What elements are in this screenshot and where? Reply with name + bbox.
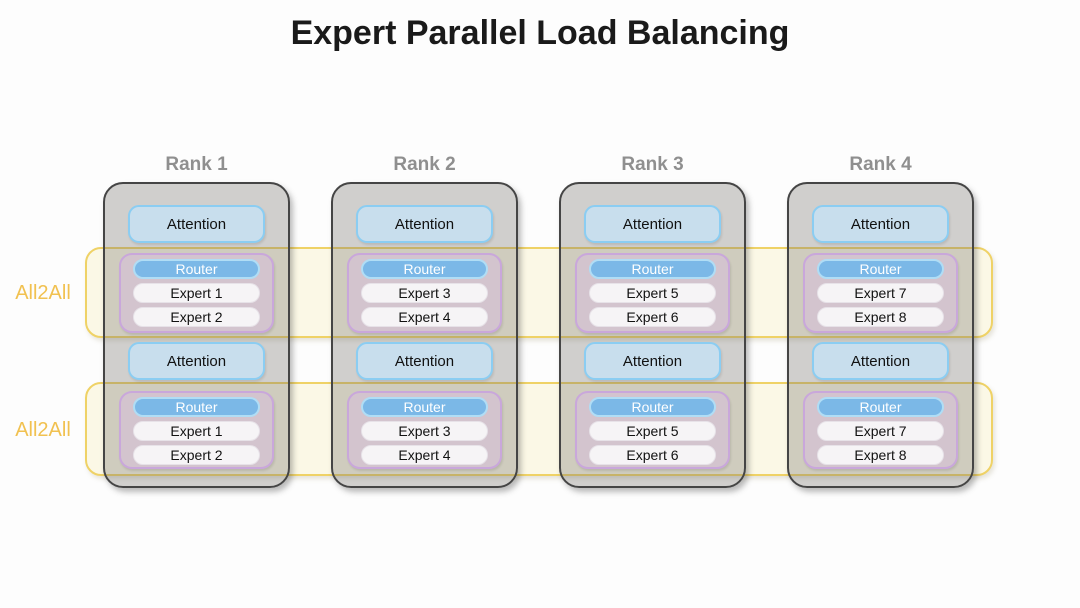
expert-block: Expert 4 bbox=[361, 307, 488, 327]
moe-block: Router Expert 7 Expert 8 bbox=[803, 391, 958, 469]
attention-block: Attention bbox=[356, 205, 493, 243]
moe-block: Router Expert 1 Expert 2 bbox=[119, 391, 274, 469]
rank-4-box: Attention Router Expert 7 Expert 8 Atten… bbox=[787, 182, 974, 488]
attention-block: Attention bbox=[128, 342, 265, 380]
attention-block: Attention bbox=[812, 342, 949, 380]
router-block: Router bbox=[589, 397, 716, 417]
rank-2-label: Rank 2 bbox=[393, 154, 456, 175]
attention-block: Attention bbox=[584, 205, 721, 243]
expert-block: Expert 3 bbox=[361, 283, 488, 303]
router-block: Router bbox=[133, 397, 260, 417]
attention-block: Attention bbox=[584, 342, 721, 380]
attention-block: Attention bbox=[128, 205, 265, 243]
rank-3-box: Attention Router Expert 5 Expert 6 Atten… bbox=[559, 182, 746, 488]
moe-block: Router Expert 3 Expert 4 bbox=[347, 391, 502, 469]
rank-1-label: Rank 1 bbox=[165, 154, 228, 175]
all2all-label-2: All2All bbox=[15, 419, 71, 441]
expert-block: Expert 4 bbox=[361, 445, 488, 465]
expert-block: Expert 6 bbox=[589, 445, 716, 465]
rank-2-box: Attention Router Expert 3 Expert 4 Atten… bbox=[331, 182, 518, 488]
expert-block: Expert 2 bbox=[133, 307, 260, 327]
router-block: Router bbox=[817, 397, 944, 417]
router-block: Router bbox=[589, 259, 716, 279]
rank-4-label: Rank 4 bbox=[849, 154, 912, 175]
diagram-title: Expert Parallel Load Balancing bbox=[290, 14, 790, 52]
expert-block: Expert 5 bbox=[589, 283, 716, 303]
expert-block: Expert 1 bbox=[133, 421, 260, 441]
moe-block: Router Expert 7 Expert 8 bbox=[803, 253, 958, 333]
expert-block: Expert 8 bbox=[817, 445, 944, 465]
expert-block: Expert 6 bbox=[589, 307, 716, 327]
expert-block: Expert 8 bbox=[817, 307, 944, 327]
router-block: Router bbox=[361, 259, 488, 279]
router-block: Router bbox=[361, 397, 488, 417]
moe-block: Router Expert 5 Expert 6 bbox=[575, 253, 730, 333]
rank-1-box: Attention Router Expert 1 Expert 2 Atten… bbox=[103, 182, 290, 488]
moe-block: Router Expert 3 Expert 4 bbox=[347, 253, 502, 333]
attention-block: Attention bbox=[812, 205, 949, 243]
expert-block: Expert 1 bbox=[133, 283, 260, 303]
moe-block: Router Expert 1 Expert 2 bbox=[119, 253, 274, 333]
all2all-label-1: All2All bbox=[15, 282, 71, 304]
moe-block: Router Expert 5 Expert 6 bbox=[575, 391, 730, 469]
expert-block: Expert 2 bbox=[133, 445, 260, 465]
expert-block: Expert 7 bbox=[817, 283, 944, 303]
router-block: Router bbox=[133, 259, 260, 279]
expert-block: Expert 7 bbox=[817, 421, 944, 441]
attention-block: Attention bbox=[356, 342, 493, 380]
expert-block: Expert 3 bbox=[361, 421, 488, 441]
expert-block: Expert 5 bbox=[589, 421, 716, 441]
rank-3-label: Rank 3 bbox=[621, 154, 684, 175]
router-block: Router bbox=[817, 259, 944, 279]
